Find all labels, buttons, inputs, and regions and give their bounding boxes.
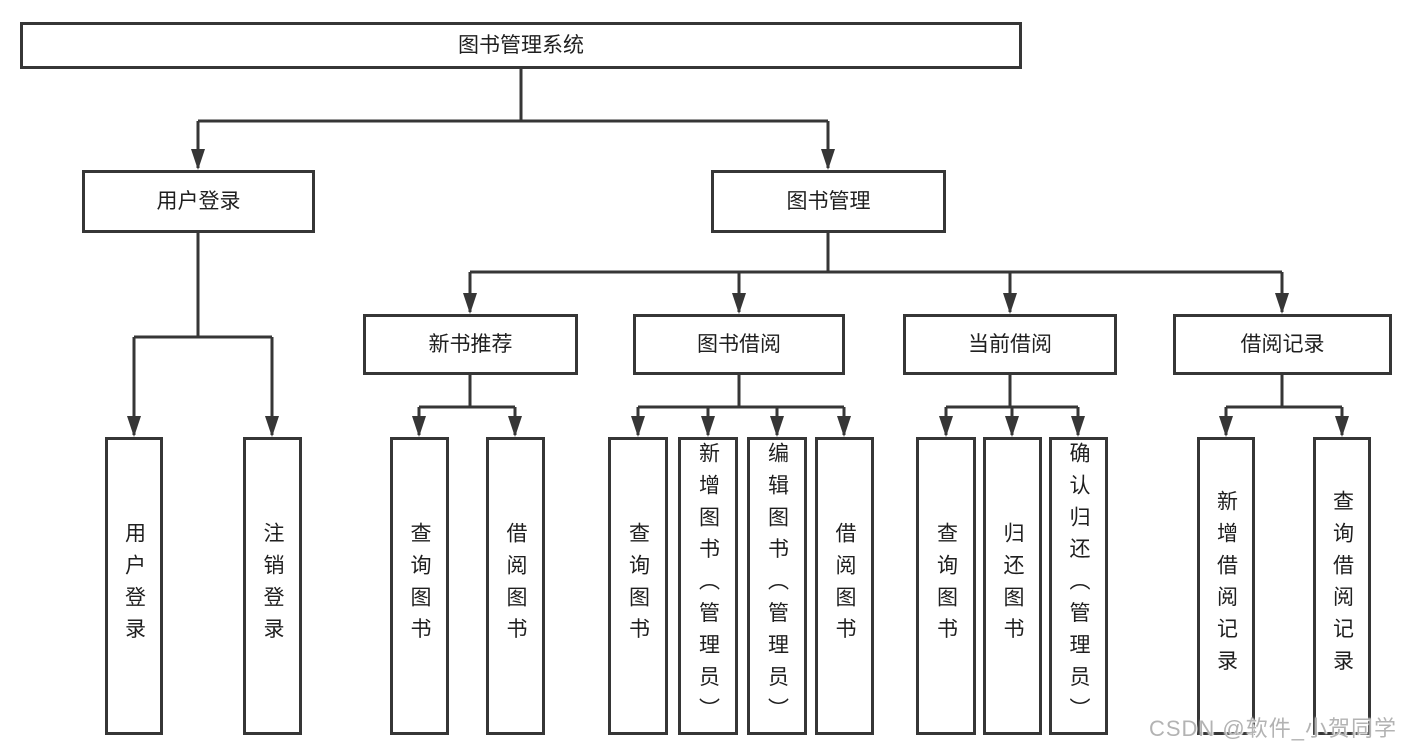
node-book-management-label: 图书管理 [786,190,871,213]
leaf-edit-book-admin-label: 编辑图书（管理员） [765,442,789,730]
leaf-logout: 注销登录 [243,437,302,735]
leaf-return-books: 归还图书 [983,437,1042,735]
tree-edges [132,69,1344,435]
leaf-borrow-books-borrowing-label: 借阅图书 [833,522,856,650]
watermark: CSDN @软件_小贺同学 [1148,716,1397,741]
leaf-borrow-books-borrowing: 借阅图书 [815,437,874,735]
node-new-book-recommendation: 新书推荐 [363,314,578,375]
node-user-login: 用户登录 [82,170,315,233]
node-book-borrowing-label: 图书借阅 [697,333,781,356]
leaf-logout-label: 注销登录 [261,522,284,650]
node-book-management: 图书管理 [711,170,946,233]
node-new-book-recommendation-label: 新书推荐 [428,333,513,356]
leaf-query-books-recommend-label: 查询图书 [408,522,431,650]
leaf-user-login: 用户登录 [105,437,163,735]
node-borrowing-records: 借阅记录 [1173,314,1392,375]
leaf-add-borrow-record-label: 新增借阅记录 [1214,490,1238,682]
node-root-label: 图书管理系统 [458,34,584,57]
leaf-confirm-return-admin-label: 确认归还（管理员） [1067,442,1090,730]
leaf-query-books-borrowing: 查询图书 [608,437,668,735]
leaf-query-borrow-record: 查询借阅记录 [1313,437,1371,735]
node-current-borrowing: 当前借阅 [903,314,1117,375]
leaf-query-books-current-label: 查询图书 [934,522,958,650]
node-current-borrowing-label: 当前借阅 [968,333,1052,356]
node-borrowing-records-label: 借阅记录 [1240,333,1325,356]
leaf-borrow-books-recommend: 借阅图书 [486,437,545,735]
leaf-query-books-recommend: 查询图书 [390,437,449,735]
leaf-add-borrow-record: 新增借阅记录 [1197,437,1255,735]
leaf-query-books-borrowing-label: 查询图书 [626,522,650,650]
node-root: 图书管理系统 [20,22,1022,69]
node-user-login-label: 用户登录 [156,190,241,213]
leaf-query-borrow-record-label: 查询借阅记录 [1330,490,1354,682]
leaf-edit-book-admin: 编辑图书（管理员） [747,437,807,735]
leaf-add-book-admin: 新增图书（管理员） [678,437,738,735]
leaf-return-books-label: 归还图书 [1001,522,1024,650]
leaf-query-books-current: 查询图书 [916,437,976,735]
leaf-user-login-label: 用户登录 [122,522,146,650]
leaf-confirm-return-admin: 确认归还（管理员） [1049,437,1108,735]
leaf-borrow-books-recommend-label: 借阅图书 [504,522,527,650]
leaf-add-book-admin-label: 新增图书（管理员） [696,442,720,730]
node-book-borrowing: 图书借阅 [633,314,845,375]
